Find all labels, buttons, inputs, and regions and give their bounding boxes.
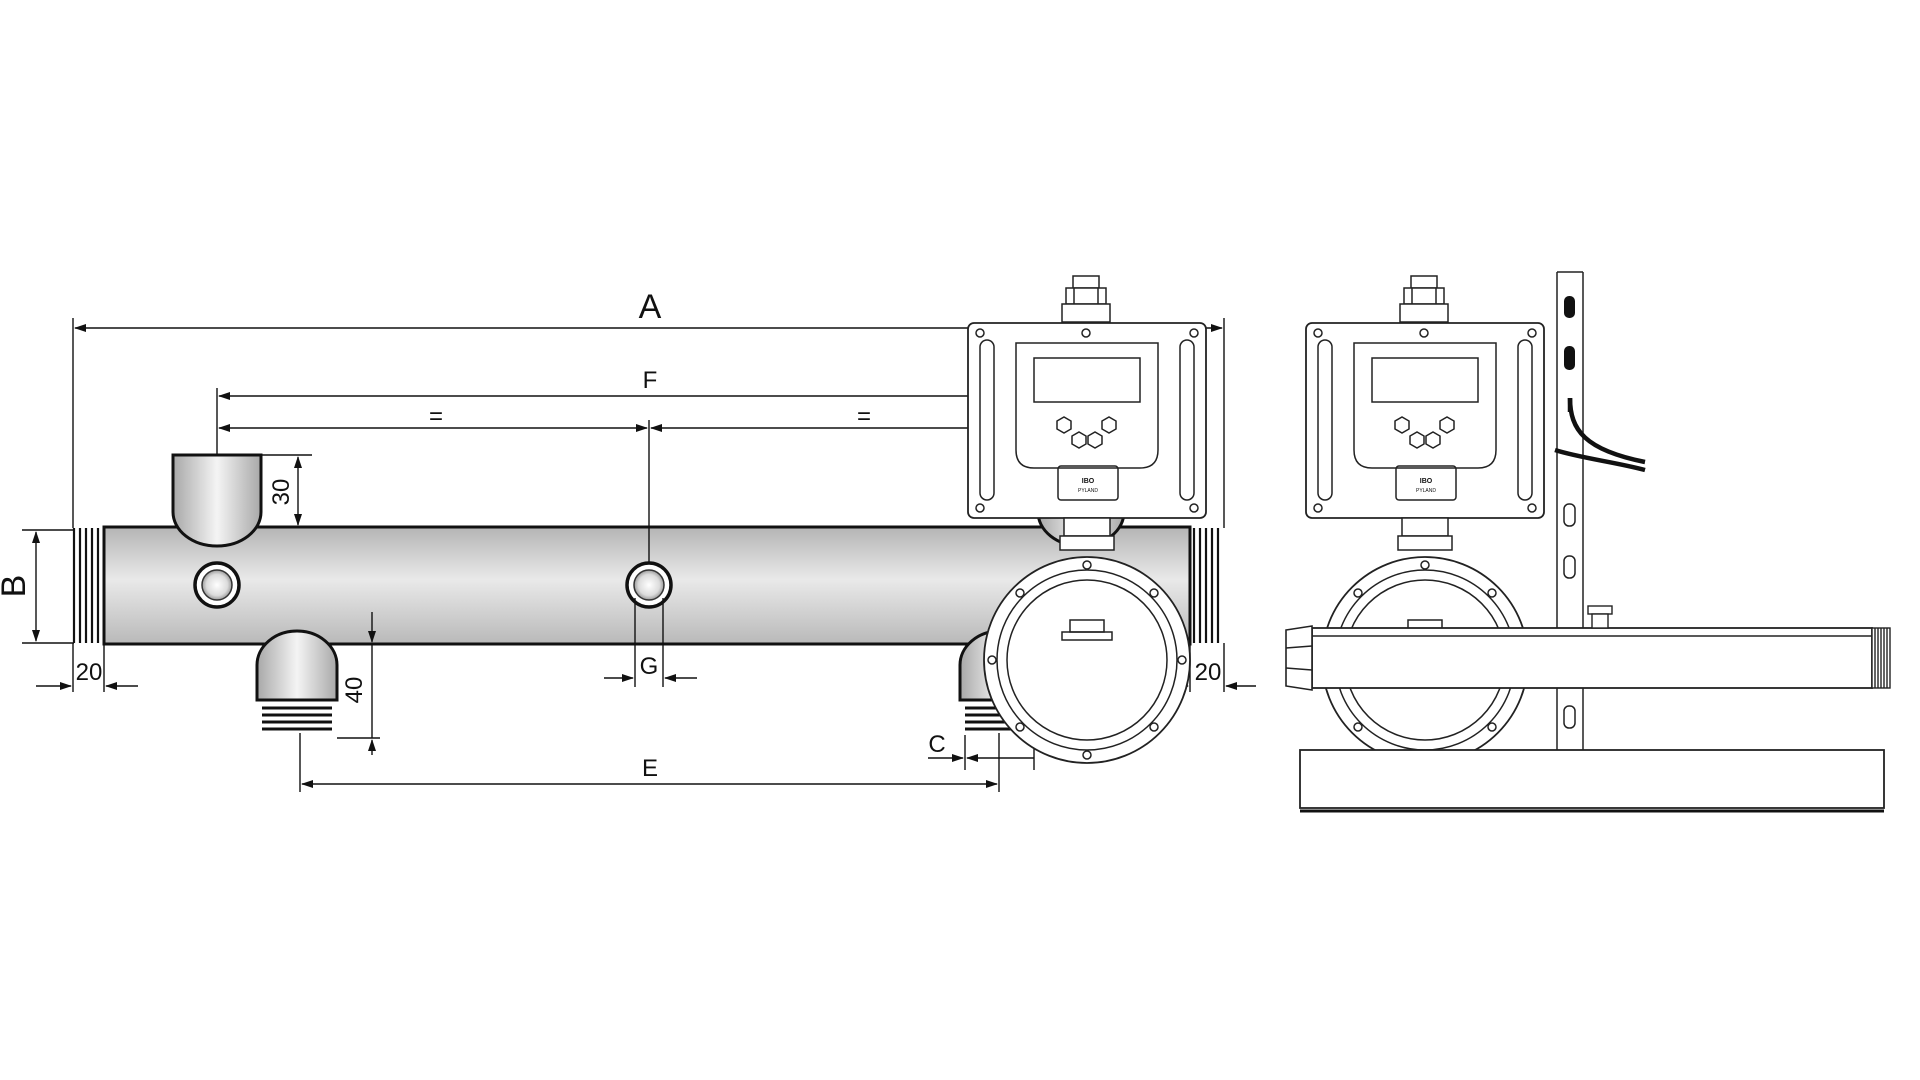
thread-left-label: 20 bbox=[76, 659, 103, 686]
dimension-b: B bbox=[0, 529, 74, 644]
dimension-label-e: E bbox=[642, 755, 658, 782]
coupling bbox=[1059, 517, 1115, 551]
front-port-left bbox=[193, 561, 241, 609]
coupling bbox=[1397, 517, 1453, 551]
dimension-e: E bbox=[299, 733, 1000, 792]
brand-logo-subtext: PYLAND bbox=[1416, 488, 1436, 494]
brand-logo-text: IBO bbox=[1082, 478, 1095, 485]
dimension-label-b: B bbox=[0, 575, 33, 598]
dimension-label-g: G bbox=[640, 653, 659, 680]
bottom-outlet-dimension-label: 40 bbox=[341, 677, 368, 704]
dimension-bottom-outlet: 40 bbox=[337, 612, 380, 755]
base-plate bbox=[1299, 749, 1885, 813]
cable-gland bbox=[1061, 275, 1111, 323]
front-port-center bbox=[625, 561, 673, 609]
brand-logo bbox=[1395, 465, 1457, 501]
top-socket-dimension-label: 30 bbox=[268, 479, 295, 506]
brand-logo-subtext: PYLAND bbox=[1078, 488, 1098, 494]
brand-logo-text: IBO bbox=[1420, 478, 1433, 485]
controller-box: IBO PYLAND bbox=[1305, 322, 1545, 519]
dimension-label-c: C bbox=[928, 731, 945, 758]
left-thread bbox=[72, 528, 100, 643]
bottom-outlet-left bbox=[255, 629, 339, 731]
right-thread bbox=[1192, 528, 1220, 643]
dimension-g: G bbox=[604, 598, 697, 687]
assembly-manifold-pipe bbox=[1285, 605, 1891, 691]
pump-unit-1: IBO PYLAND bbox=[1305, 275, 1545, 764]
top-socket-left bbox=[171, 453, 263, 548]
dimension-top-socket: 30 bbox=[261, 454, 312, 526]
equal-label-left: = bbox=[429, 403, 443, 430]
brand-logo bbox=[1057, 465, 1119, 501]
controller-box: IBO PYLAND bbox=[967, 322, 1207, 519]
cable bbox=[1554, 397, 1646, 473]
pump-unit-2: IBO PYLAND bbox=[967, 275, 1207, 764]
pump-head bbox=[983, 556, 1191, 764]
cable-gland bbox=[1399, 275, 1449, 323]
thread-right-label: 20 bbox=[1195, 659, 1222, 686]
dimension-label-f: F bbox=[643, 367, 658, 394]
dimension-thread-left: 20 bbox=[36, 643, 138, 692]
equal-label-right: = bbox=[857, 403, 871, 430]
pump-assembly-drawing: IBO PYLAND bbox=[967, 271, 1891, 813]
dimension-label-a: A bbox=[639, 288, 662, 326]
